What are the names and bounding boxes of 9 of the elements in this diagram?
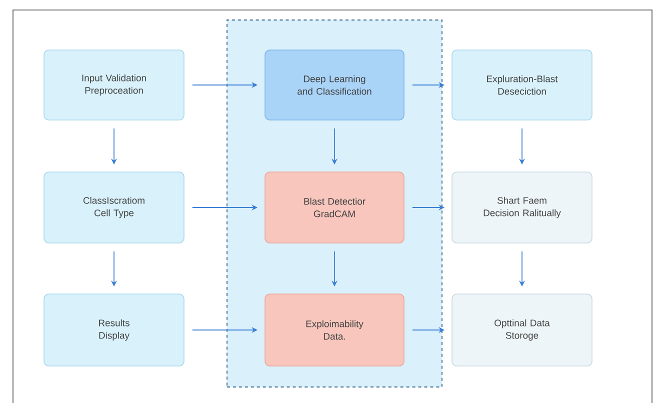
- process-box: Opttinal Data Storoge: [452, 294, 592, 366]
- process-box: Input Validation Preproceation: [44, 50, 184, 120]
- process-box: Expluration-Blast Deseciction: [452, 50, 592, 120]
- process-box: Exploimability Data.: [264, 294, 404, 366]
- process-box: Deep Learning and Classification: [264, 50, 404, 120]
- process-box: Blast Detectior GradCAM: [264, 172, 404, 244]
- process-box: Results Display: [44, 294, 184, 366]
- process-box: Shart Faem Decision Ralitually: [452, 172, 592, 244]
- process-box: ClassIscratiom Cell Type: [44, 172, 184, 244]
